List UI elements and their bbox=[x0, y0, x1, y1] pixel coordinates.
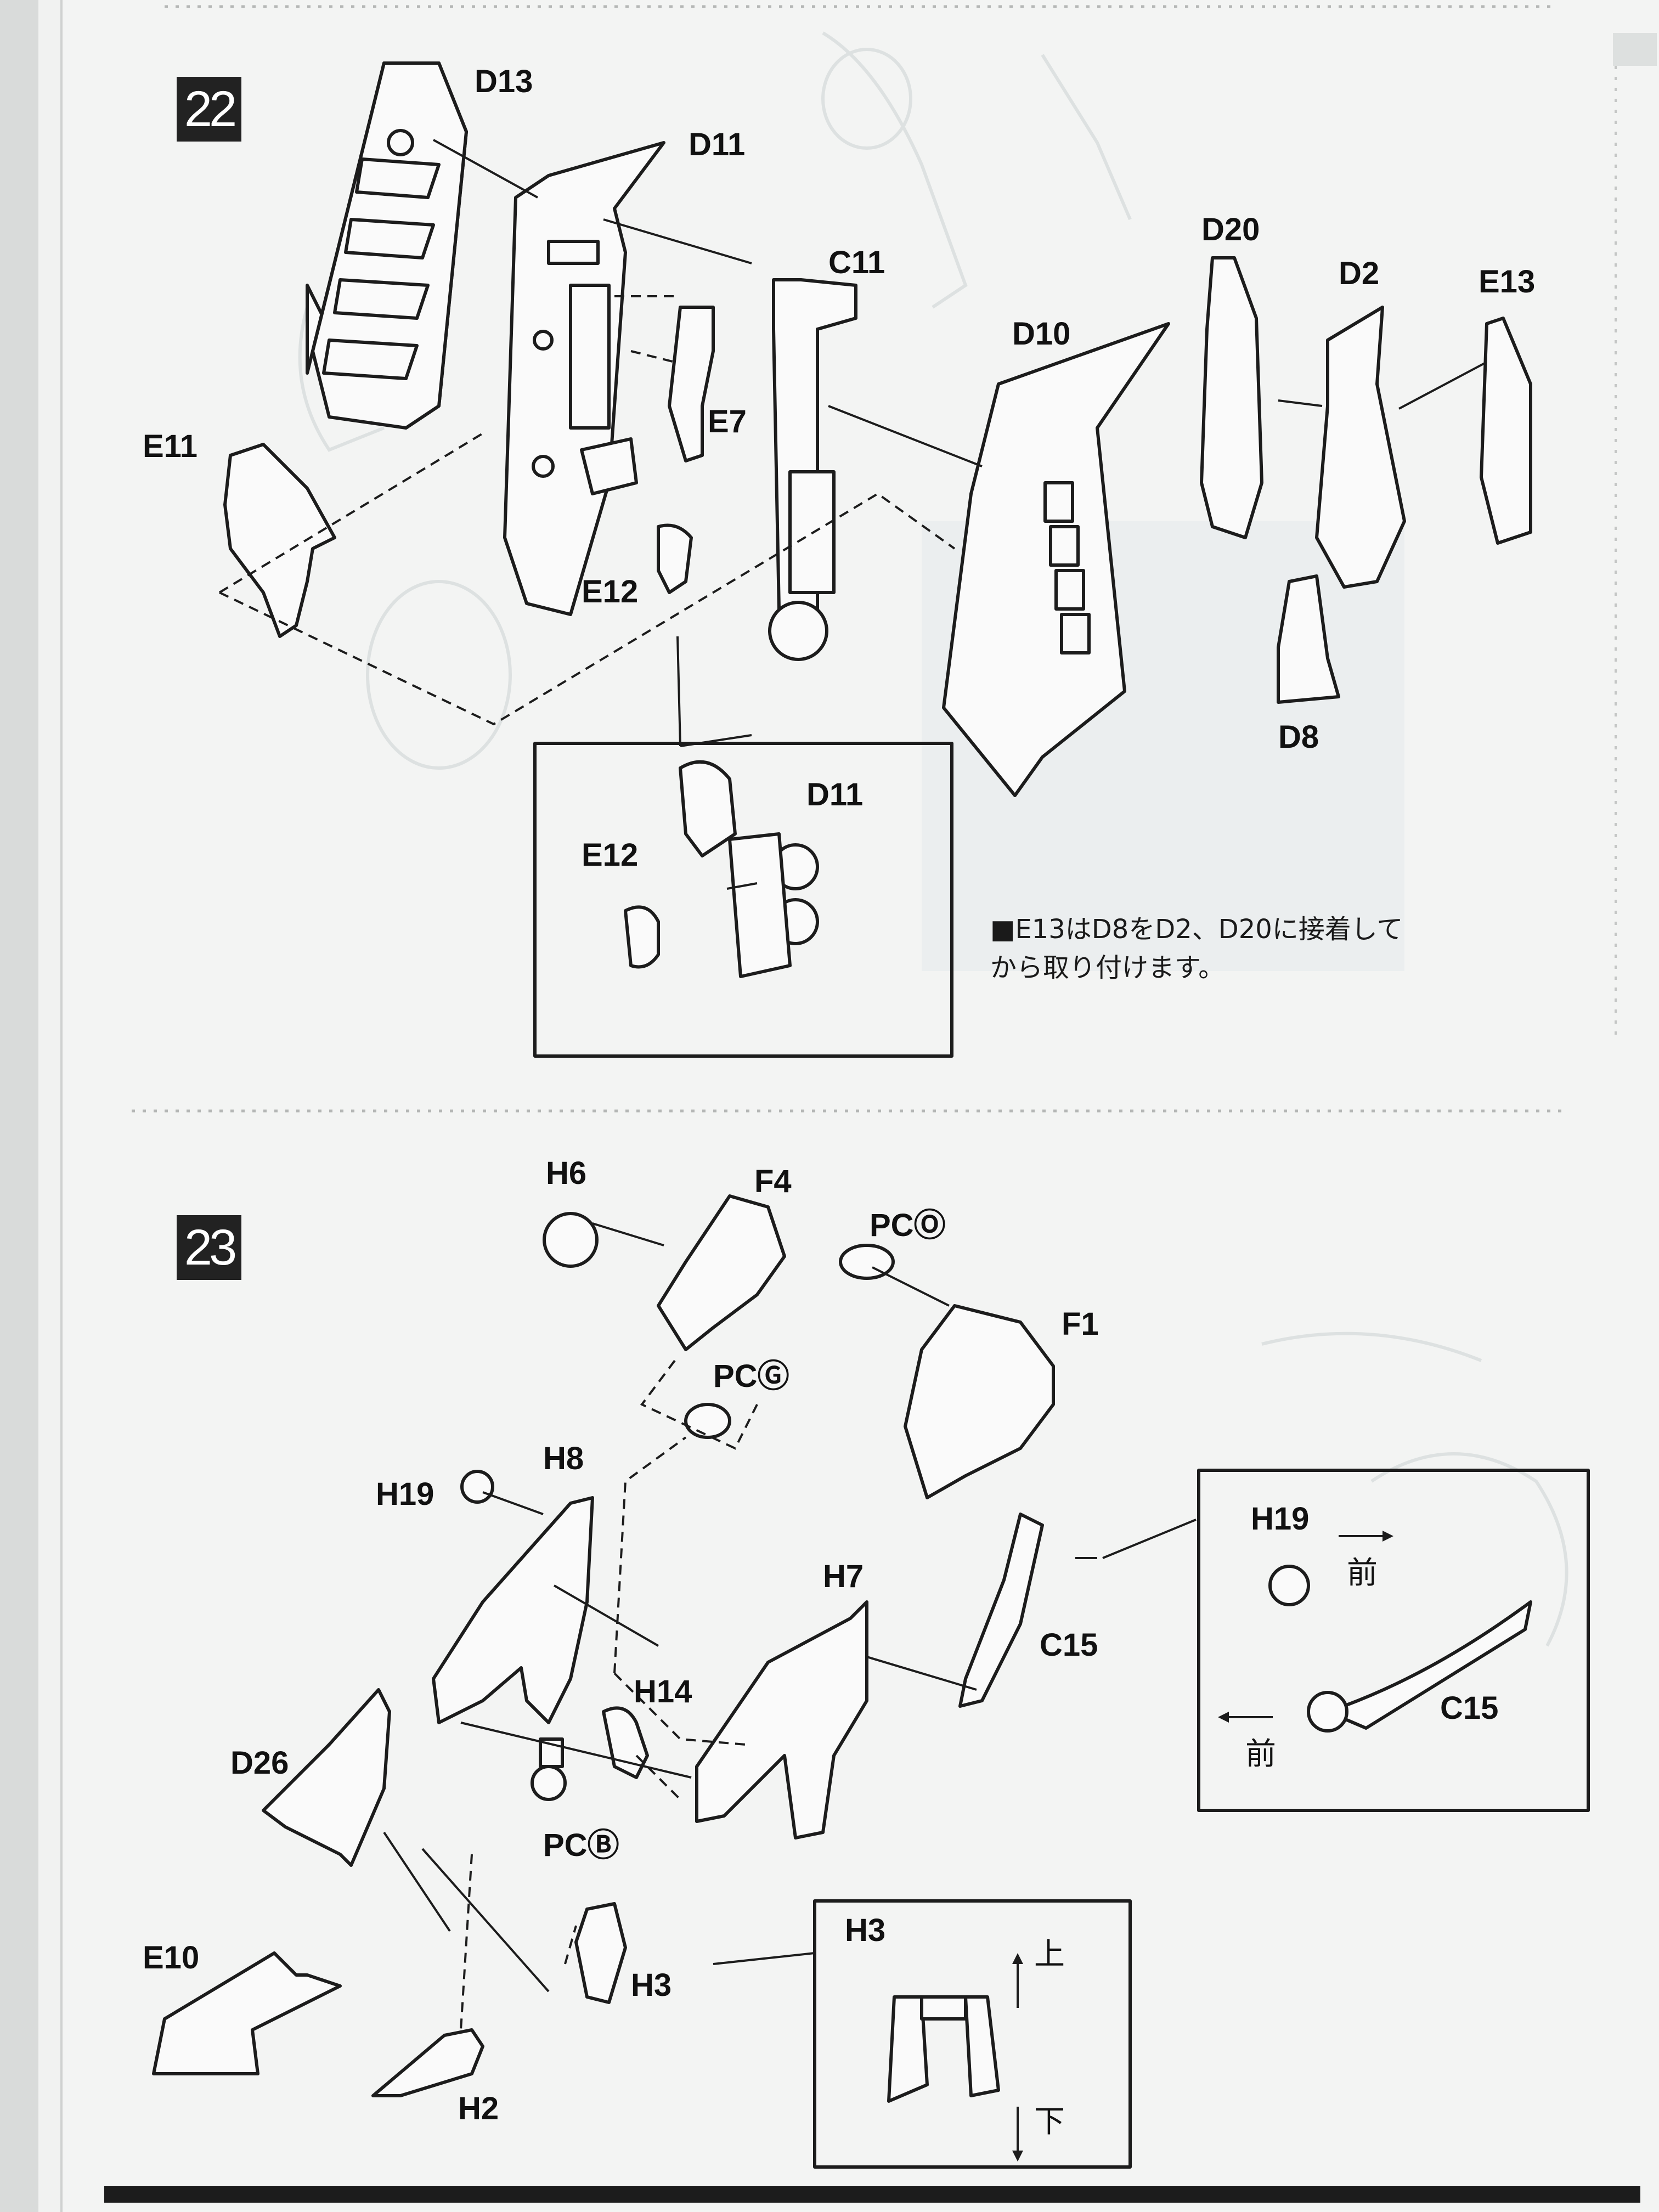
part-label-d10: D10 bbox=[1012, 316, 1071, 352]
part-label-h2: H2 bbox=[458, 2091, 499, 2126]
part-label-pc-g: PCⒼ bbox=[713, 1358, 789, 1394]
part-label-h6: H6 bbox=[546, 1155, 587, 1191]
part-label-h7: H7 bbox=[823, 1559, 864, 1594]
part-label-c11: C11 bbox=[828, 245, 885, 280]
inset-label-d11: D11 bbox=[806, 777, 864, 812]
front-label-bottom: 前 bbox=[1245, 1736, 1276, 1772]
part-label-d13: D13 bbox=[475, 64, 533, 99]
part-label-e7: E7 bbox=[708, 404, 747, 439]
step-number-22: 22 bbox=[177, 77, 241, 142]
part-label-e12: E12 bbox=[582, 574, 639, 610]
part-label-e10: E10 bbox=[143, 1940, 200, 1976]
inset-label-h3: H3 bbox=[845, 1912, 886, 1948]
part-label-f4: F4 bbox=[754, 1164, 792, 1199]
assembly-note-line-1: ■E13はD8をD2、D20に接着して bbox=[990, 914, 1403, 945]
part-label-f1: F1 bbox=[1062, 1306, 1099, 1342]
front-label-top: 前 bbox=[1347, 1555, 1378, 1591]
orientation-up-label: 上 bbox=[1034, 1937, 1065, 1972]
part-label-pc-o: PCⓄ bbox=[870, 1207, 946, 1243]
part-label-e13: E13 bbox=[1479, 264, 1536, 300]
inset-label-e12: E12 bbox=[582, 837, 639, 873]
part-label-h3: H3 bbox=[631, 1967, 672, 2003]
orientation-down-label: 下 bbox=[1034, 2104, 1065, 2140]
part-label-d11: D11 bbox=[689, 127, 746, 162]
assembly-note-line-2: から取り付けます。 bbox=[990, 952, 1225, 983]
part-label-d20: D20 bbox=[1201, 212, 1260, 247]
part-label-h8: H8 bbox=[543, 1441, 584, 1476]
step-number-23: 23 bbox=[177, 1215, 241, 1280]
part-label-d8: D8 bbox=[1278, 719, 1319, 755]
part-label-d2: D2 bbox=[1339, 256, 1380, 291]
part-label-h14: H14 bbox=[634, 1674, 692, 1709]
part-label-c15: C15 bbox=[1040, 1627, 1098, 1663]
inset-label-c15: C15 bbox=[1440, 1690, 1499, 1726]
assembly-note: ■E13はD8をD2、D20に接着して から取り付けます。 bbox=[990, 911, 1403, 987]
part-label-pc-b: PCⒷ bbox=[543, 1827, 619, 1863]
inset-label-h19: H19 bbox=[1251, 1501, 1310, 1537]
part-label-e11: E11 bbox=[143, 428, 198, 464]
part-label-d26: D26 bbox=[230, 1745, 289, 1781]
part-label-h19: H19 bbox=[376, 1476, 435, 1512]
